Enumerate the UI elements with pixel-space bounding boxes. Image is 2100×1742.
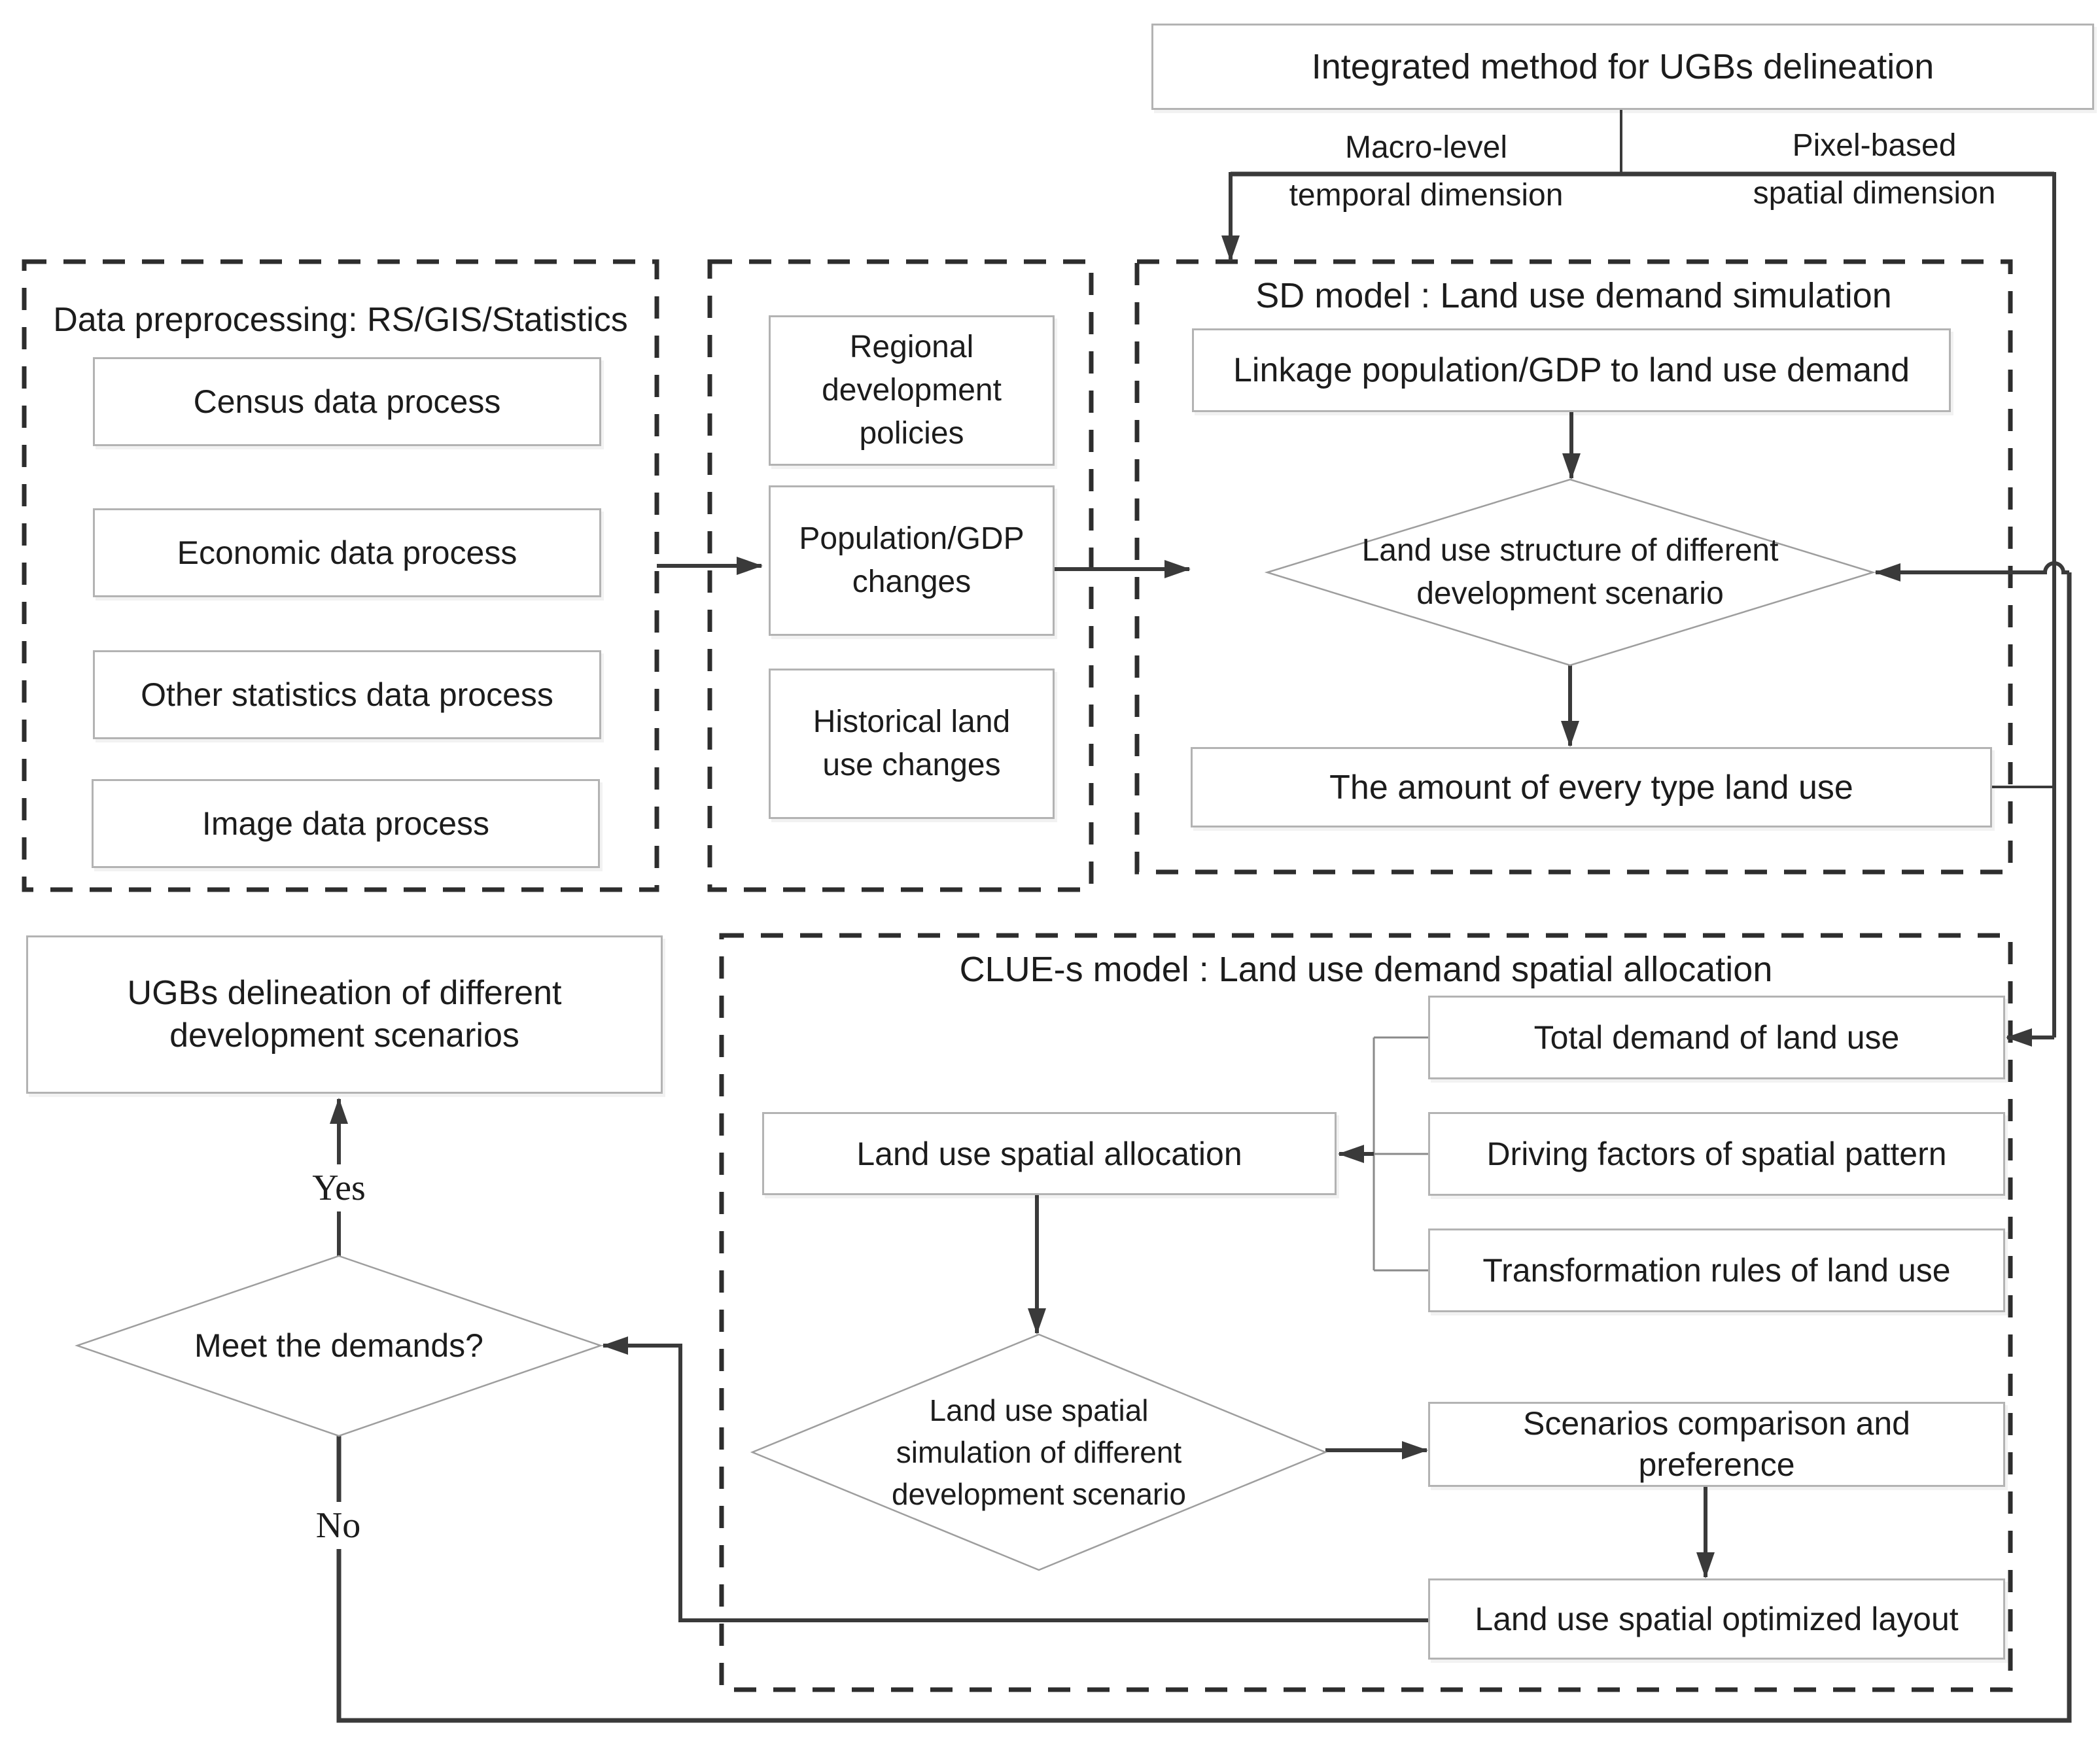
structure-diamond-text: Land use structure of different developm…: [1308, 504, 1832, 641]
total-demand-box: Total demand of land use: [1428, 996, 2005, 1079]
historical-land-use-box: Historical land use changes: [769, 669, 1055, 819]
driving-factors-box: Driving factors of spatial pattern: [1428, 1112, 2005, 1196]
arrow-optimized-to-decision: [602, 1336, 1428, 1622]
macro-level-branch-label: Macro-level temporal dimension: [1217, 122, 1636, 221]
linkage-box: Linkage population/GDP to land use deman…: [1192, 328, 1951, 412]
clue-model-dashed-box: [719, 933, 2013, 1692]
clue-model-title: CLUE-s model : Land use demand spatial a…: [959, 950, 1773, 989]
preprocessing-section-title: Data preprocessing: RS/GIS/Statistics: [53, 301, 628, 339]
yes-label: Yes: [293, 1164, 385, 1211]
regional-line3: policies: [859, 416, 964, 451]
preprocessing-dashed-box: [22, 259, 659, 892]
simulation-diamond-text: Land use spatial simulation of different…: [810, 1387, 1268, 1518]
ugbs-line2: development scenarios: [169, 1017, 519, 1054]
pixel-based-line1: Pixel-based: [1792, 128, 1957, 163]
scenarios-line1: Scenarios comparison and: [1523, 1405, 1910, 1442]
spatial-allocation-box: Land use spatial allocation: [762, 1112, 1337, 1195]
sd-model-title: SD model : Land use demand simulation: [1255, 276, 1892, 315]
regional-line1: Regional: [849, 330, 974, 364]
decision-diamond-shape: [75, 1255, 603, 1437]
no-feedback-line: [336, 572, 2072, 1723]
simulation-line3: development scenario: [891, 1477, 1187, 1511]
amount-of-land-use-box: The amount of every type land use: [1191, 747, 1992, 827]
no-label: No: [292, 1502, 384, 1549]
pixel-based-branch-label: Pixel-based spatial dimension: [1665, 120, 2084, 218]
decision-diamond-text: Meet the demands?: [194, 1327, 483, 1364]
structure-line2: development scenario: [1416, 576, 1724, 611]
population-line1: Population/GDP: [799, 521, 1024, 556]
structure-line1: Land use structure of different: [1361, 533, 1779, 568]
integrated-method-title-box: Integrated method for UGBs delineation: [1151, 24, 2094, 110]
simulation-diamond-shape: [750, 1333, 1328, 1571]
scenarios-line2: preference: [1638, 1446, 1795, 1483]
transformation-rules-box: Transformation rules of land use: [1428, 1228, 2005, 1312]
population-gdp-box: Population/GDP changes: [769, 485, 1055, 636]
economic-data-box: Economic data process: [93, 508, 601, 597]
structure-diamond-shape: [1264, 478, 1876, 667]
arrow-feedback-into-structure: [1874, 561, 2069, 582]
simulation-line2: simulation of different: [896, 1435, 1182, 1469]
drivers-dashed-box: [707, 259, 1094, 892]
ugbs-line1: UGBs delineation of different: [127, 974, 562, 1012]
census-data-box: Census data process: [93, 357, 601, 446]
simulation-line1: Land use spatial: [929, 1393, 1149, 1427]
other-statistics-box: Other statistics data process: [93, 650, 601, 739]
ugbs-delineation-box: UGBs delineation of different developmen…: [26, 935, 663, 1094]
population-line2: changes: [852, 565, 971, 599]
regional-policies-box: Regional development policies: [769, 315, 1055, 466]
regional-line2: development: [822, 373, 1002, 408]
macro-level-line2: temporal dimension: [1289, 178, 1564, 213]
sd-model-dashed-box: [1134, 259, 2013, 875]
image-data-box: Image data process: [92, 779, 600, 868]
historical-line1: Historical land: [813, 705, 1011, 739]
pixel-based-line2: spatial dimension: [1753, 176, 1996, 211]
scenarios-comparison-box: Scenarios comparison and preference: [1428, 1402, 2005, 1487]
historical-line2: use changes: [822, 748, 1001, 782]
macro-level-line1: Macro-level: [1344, 130, 1508, 165]
optimized-layout-box: Land use spatial optimized layout: [1428, 1578, 2005, 1660]
